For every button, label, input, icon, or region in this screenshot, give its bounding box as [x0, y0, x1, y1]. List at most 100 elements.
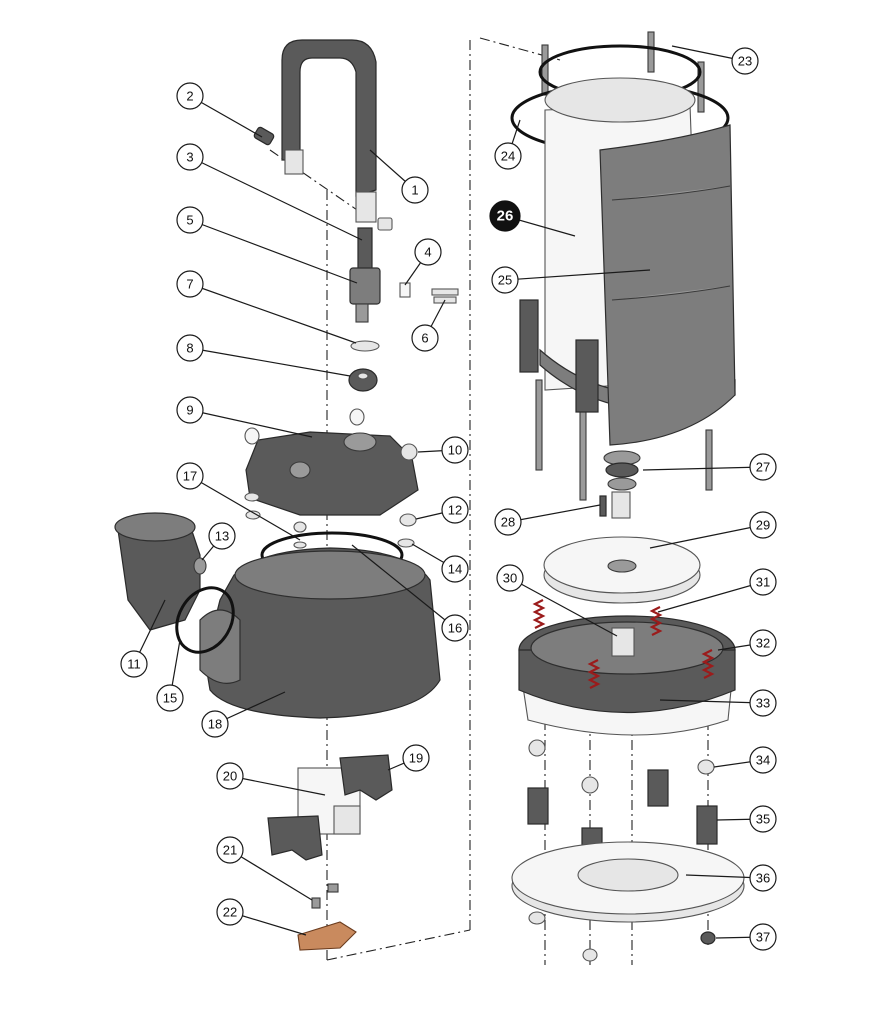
callout-5: 5	[176, 206, 204, 234]
part-bolt-2	[253, 126, 275, 146]
callout-number: 23	[738, 54, 752, 69]
callout-number: 30	[503, 571, 517, 586]
leader-line-20	[229, 775, 326, 796]
part-clamps	[267, 754, 393, 861]
part-pin	[599, 495, 607, 517]
callout-circle	[120, 650, 148, 678]
callout-circle	[749, 923, 777, 951]
callout-27: 27	[749, 453, 777, 481]
callout-circle	[201, 710, 229, 738]
callout-number: 25	[498, 273, 512, 288]
callout-circle	[749, 629, 777, 657]
callout-circle	[489, 200, 521, 232]
callout-circle	[441, 496, 469, 524]
callout-circle	[176, 334, 204, 362]
callout-labels: 1234567891011121314151617181920212223242…	[120, 47, 777, 951]
part-washer-7	[350, 340, 380, 352]
callout-circle	[441, 555, 469, 583]
part-coupling	[349, 267, 381, 323]
callout-number: 10	[448, 443, 462, 458]
part-spacers	[527, 769, 718, 865]
leader-line-21	[229, 849, 313, 901]
callout-number: 28	[501, 515, 515, 530]
callout-number: 17	[183, 469, 197, 484]
part-nuts-washers	[244, 492, 417, 549]
leader-line-7	[189, 283, 357, 344]
part-base-plate	[511, 841, 745, 923]
callout-21: 21	[216, 836, 244, 864]
callout-number: 5	[186, 213, 193, 228]
callout-number: 35	[756, 812, 770, 827]
callout-circle	[494, 508, 522, 536]
callout-circle	[216, 762, 244, 790]
leader-line-29	[649, 524, 764, 549]
callout-circle	[749, 864, 777, 892]
callout-14: 14	[441, 555, 469, 583]
callout-circle	[731, 47, 759, 75]
callout-37: 37	[749, 923, 777, 951]
callout-number: 21	[223, 843, 237, 858]
callout-number: 37	[756, 930, 770, 945]
callout-number: 36	[756, 871, 770, 886]
callout-number: 24	[501, 149, 515, 164]
callout-18: 18	[201, 710, 229, 738]
callout-number: 29	[756, 518, 770, 533]
leader-line-3	[189, 156, 363, 241]
part-oring-15	[175, 586, 235, 654]
callout-number: 32	[756, 636, 770, 651]
callout-24: 24	[494, 142, 522, 170]
part-brackets	[519, 299, 599, 413]
callout-number: 31	[756, 575, 770, 590]
part-screws-21	[311, 883, 339, 909]
callout-circle	[176, 462, 204, 490]
callout-16: 16	[441, 614, 469, 642]
callout-number: 34	[756, 753, 770, 768]
callout-3: 3	[176, 143, 204, 171]
callout-22: 22	[216, 898, 244, 926]
callout-circle	[176, 206, 204, 234]
callout-34: 34	[749, 746, 777, 774]
part-nut-8	[348, 368, 378, 392]
callout-31: 31	[749, 568, 777, 596]
callout-number: 16	[448, 621, 462, 636]
callout-15: 15	[156, 684, 184, 712]
callout-circle	[749, 568, 777, 596]
callout-circle	[208, 522, 236, 550]
callout-number: 33	[756, 696, 770, 711]
callout-9: 9	[176, 396, 204, 424]
part-shaft-seal	[603, 450, 641, 519]
callout-number: 13	[215, 529, 229, 544]
callout-number: 19	[409, 751, 423, 766]
callout-26: 26	[489, 200, 521, 232]
callout-28: 28	[494, 508, 522, 536]
callout-number: 22	[223, 905, 237, 920]
callout-circle	[749, 453, 777, 481]
callout-circle	[749, 689, 777, 717]
callout-29: 29	[749, 511, 777, 539]
callout-circle	[401, 176, 429, 204]
callout-circle	[411, 324, 439, 352]
part-nuts-37	[528, 911, 716, 962]
callout-12: 12	[441, 496, 469, 524]
callout-13: 13	[208, 522, 236, 550]
part-handle	[281, 39, 377, 223]
leader-line-27	[642, 466, 764, 471]
part-copper-plate	[297, 921, 357, 951]
callout-circle	[491, 266, 519, 294]
part-impeller-plate	[543, 536, 701, 604]
callout-number: 7	[186, 277, 193, 292]
callout-circle	[749, 511, 777, 539]
leader-line-33	[659, 699, 764, 704]
callout-circle	[441, 436, 469, 464]
callout-20: 20	[216, 762, 244, 790]
callout-6: 6	[411, 324, 439, 352]
callout-number: 26	[497, 208, 514, 225]
callout-30: 30	[496, 564, 524, 592]
callout-32: 32	[749, 629, 777, 657]
callout-17: 17	[176, 462, 204, 490]
callout-11: 11	[120, 650, 148, 678]
part-motor-shroud	[599, 124, 736, 446]
part-springs	[532, 599, 715, 689]
callout-number: 12	[448, 503, 462, 518]
